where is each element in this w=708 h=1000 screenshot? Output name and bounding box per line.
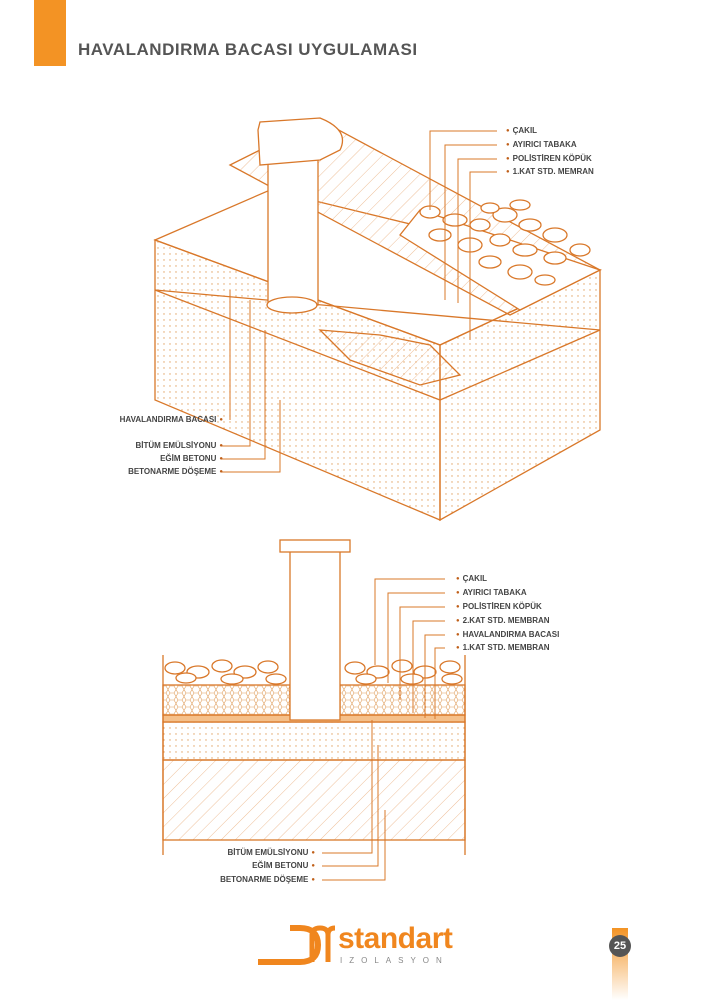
label-polistiren-kopuk: ●POLİSTİREN KÖPÜK	[506, 154, 592, 163]
section-diagram	[162, 539, 466, 855]
brand-name: standart	[338, 922, 453, 955]
section-label-1kat-membran: ●1.KAT STD. MEMBRAN	[456, 643, 550, 652]
section-label-egim-betonu: EĞİM BETONU●	[252, 861, 315, 870]
label-1kat-membran: ●1.KAT STD. MEMRAN	[506, 167, 594, 176]
section-label-polistiren-kopuk: ●POLİSTİREN KÖPÜK	[456, 602, 542, 611]
section-label-2kat-membran: ●2.KAT STD. MEMBRAN	[456, 616, 550, 625]
section-label-havalandirma-bacasi: ●HAVALANDIRMA BACASI	[456, 630, 560, 639]
section-label-ayirici-tabaka: ●AYIRICI TABAKA	[456, 588, 527, 597]
label-egim-betonu: EĞİM BETONU●	[160, 454, 223, 463]
section-label-cakil: ●ÇAKIL	[456, 574, 488, 583]
page-number: 25	[609, 935, 631, 957]
label-ayirici-tabaka: ●AYIRICI TABAKA	[506, 140, 577, 149]
section-label-bitum-emulsiyonu: BİTÜM EMÜLSİYONU●	[227, 848, 315, 857]
label-bitum-emulsiyonu: BİTÜM EMÜLSİYONU●	[135, 441, 223, 450]
leader-lines	[222, 130, 497, 881]
orange-tab	[34, 0, 66, 66]
label-betonarme-doseme: BETONARME DÖŞEME●	[128, 467, 223, 476]
section-label-betonarme-doseme: BETONARME DÖŞEME●	[220, 875, 315, 884]
brand-subtitle: IZOLASYON	[340, 956, 449, 965]
section-gravel	[164, 659, 463, 685]
label-havalandirma-bacasi: HAVALANDIRMA BACASI●	[119, 415, 223, 424]
label-cakil: ●ÇAKIL	[506, 126, 538, 135]
page-title: HAVALANDIRMA BACASI UYGULAMASI	[78, 40, 418, 59]
isometric-roof-diagram	[153, 117, 602, 522]
